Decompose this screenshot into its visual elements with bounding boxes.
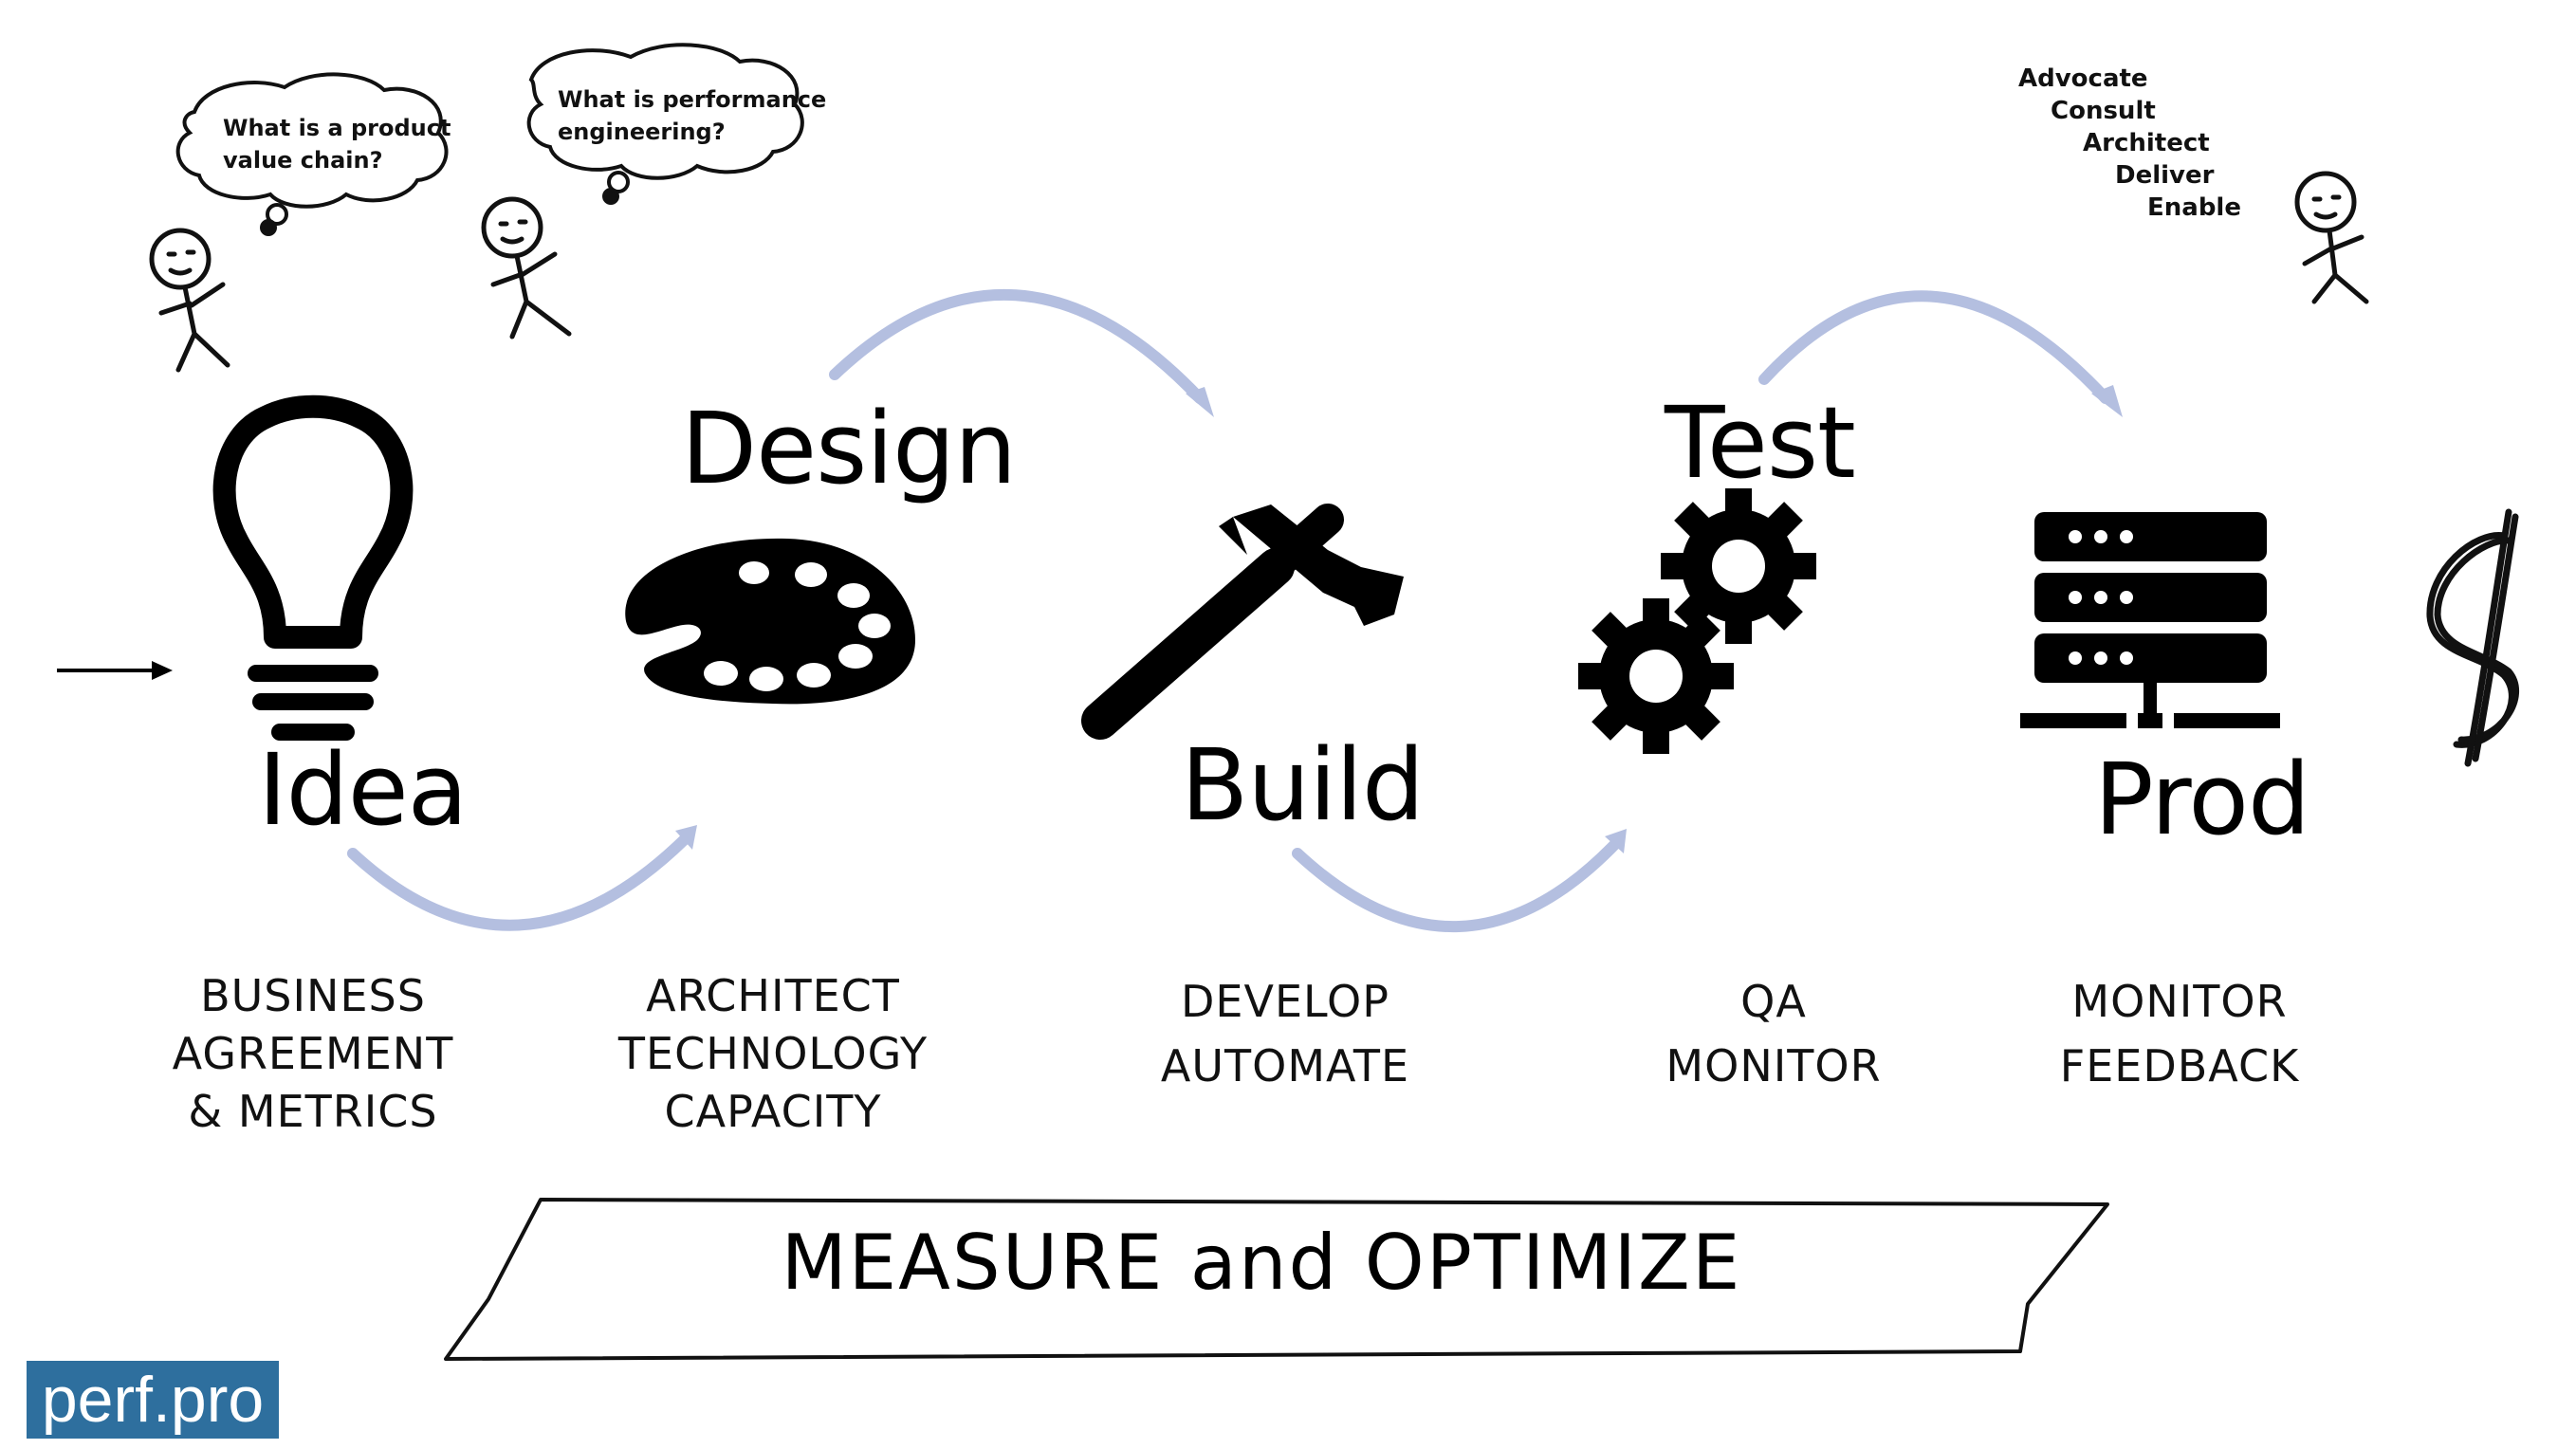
- caption-line: AUTOMATE: [1160, 1040, 1410, 1091]
- stick-figure-3: [2294, 171, 2369, 304]
- caption-line: MONITOR: [2071, 976, 2288, 1027]
- thought-line: What is performance: [558, 86, 827, 113]
- stick-figure-1: [149, 228, 230, 373]
- flow-arrow-idea-design: [347, 831, 693, 931]
- banner-text: MEASURE and OPTIMIZE: [781, 1219, 1742, 1307]
- thought-bubble-2: [526, 43, 804, 205]
- role-item: Advocate: [2018, 64, 2148, 93]
- stage-title-design: Design: [681, 391, 1017, 506]
- caption-line: DEVELOP: [1181, 976, 1389, 1027]
- stage-title-build: Build: [1181, 727, 1425, 843]
- dollar-icon: [2426, 508, 2520, 767]
- caption-line: AGREEMENT: [172, 1028, 454, 1079]
- caption-build: DEVELOP AUTOMATE: [1095, 969, 1475, 1098]
- role-item: Consult: [2051, 97, 2156, 125]
- banner: [444, 1198, 2109, 1361]
- caption-line: MONITOR: [1665, 1040, 1882, 1091]
- thought-text-2: What is performance engineering?: [558, 83, 826, 148]
- stage-title-idea: Idea: [258, 732, 468, 848]
- flow-arrow-build-test: [1292, 836, 1623, 933]
- caption-line: TECHNOLOGY: [617, 1028, 929, 1079]
- gears-icon: [1578, 488, 1816, 754]
- caption-line: FEEDBACK: [2059, 1040, 2300, 1091]
- caption-line: BUSINESS: [200, 970, 426, 1021]
- roles-list: Advocate Consult Architect Deliver Enabl…: [2018, 63, 2241, 224]
- hammer-icon: [1081, 504, 1404, 740]
- caption-line: ARCHITECT: [646, 970, 900, 1021]
- caption-test: QA MONITOR: [1584, 969, 1963, 1098]
- stick-figure-2: [481, 196, 572, 339]
- brand-logo[interactable]: perf.pro: [27, 1361, 279, 1439]
- caption-line: & METRICS: [188, 1086, 438, 1137]
- thought-line: engineering?: [558, 119, 726, 145]
- lightbulb-icon: [212, 394, 414, 741]
- palette-icon: [625, 538, 915, 705]
- entry-arrow: [57, 661, 173, 680]
- stage-title-test: Test: [1665, 385, 1856, 501]
- thought-line: What is a product: [223, 115, 451, 141]
- caption-idea: BUSINESS AGREEMENT & METRICS: [123, 967, 503, 1141]
- role-item: Architect: [2083, 129, 2210, 157]
- thought-text-1: What is a product value chain?: [223, 112, 451, 176]
- flow-arrow-test-prod: [1758, 290, 2111, 404]
- server-icon: [2020, 512, 2280, 728]
- role-item: Enable: [2147, 193, 2241, 222]
- caption-line: QA: [1740, 976, 1807, 1027]
- caption-design: ARCHITECT TECHNOLOGY CAPACITY: [583, 967, 963, 1141]
- caption-prod: MONITOR FEEDBACK: [1990, 969, 2369, 1098]
- flow-arrow-design-build: [829, 288, 1205, 404]
- thought-line: value chain?: [223, 147, 383, 174]
- caption-line: CAPACITY: [664, 1086, 882, 1137]
- thought-bubble-1: [175, 72, 449, 236]
- role-item: Deliver: [2115, 161, 2215, 190]
- stage-title-prod: Prod: [2094, 742, 2310, 857]
